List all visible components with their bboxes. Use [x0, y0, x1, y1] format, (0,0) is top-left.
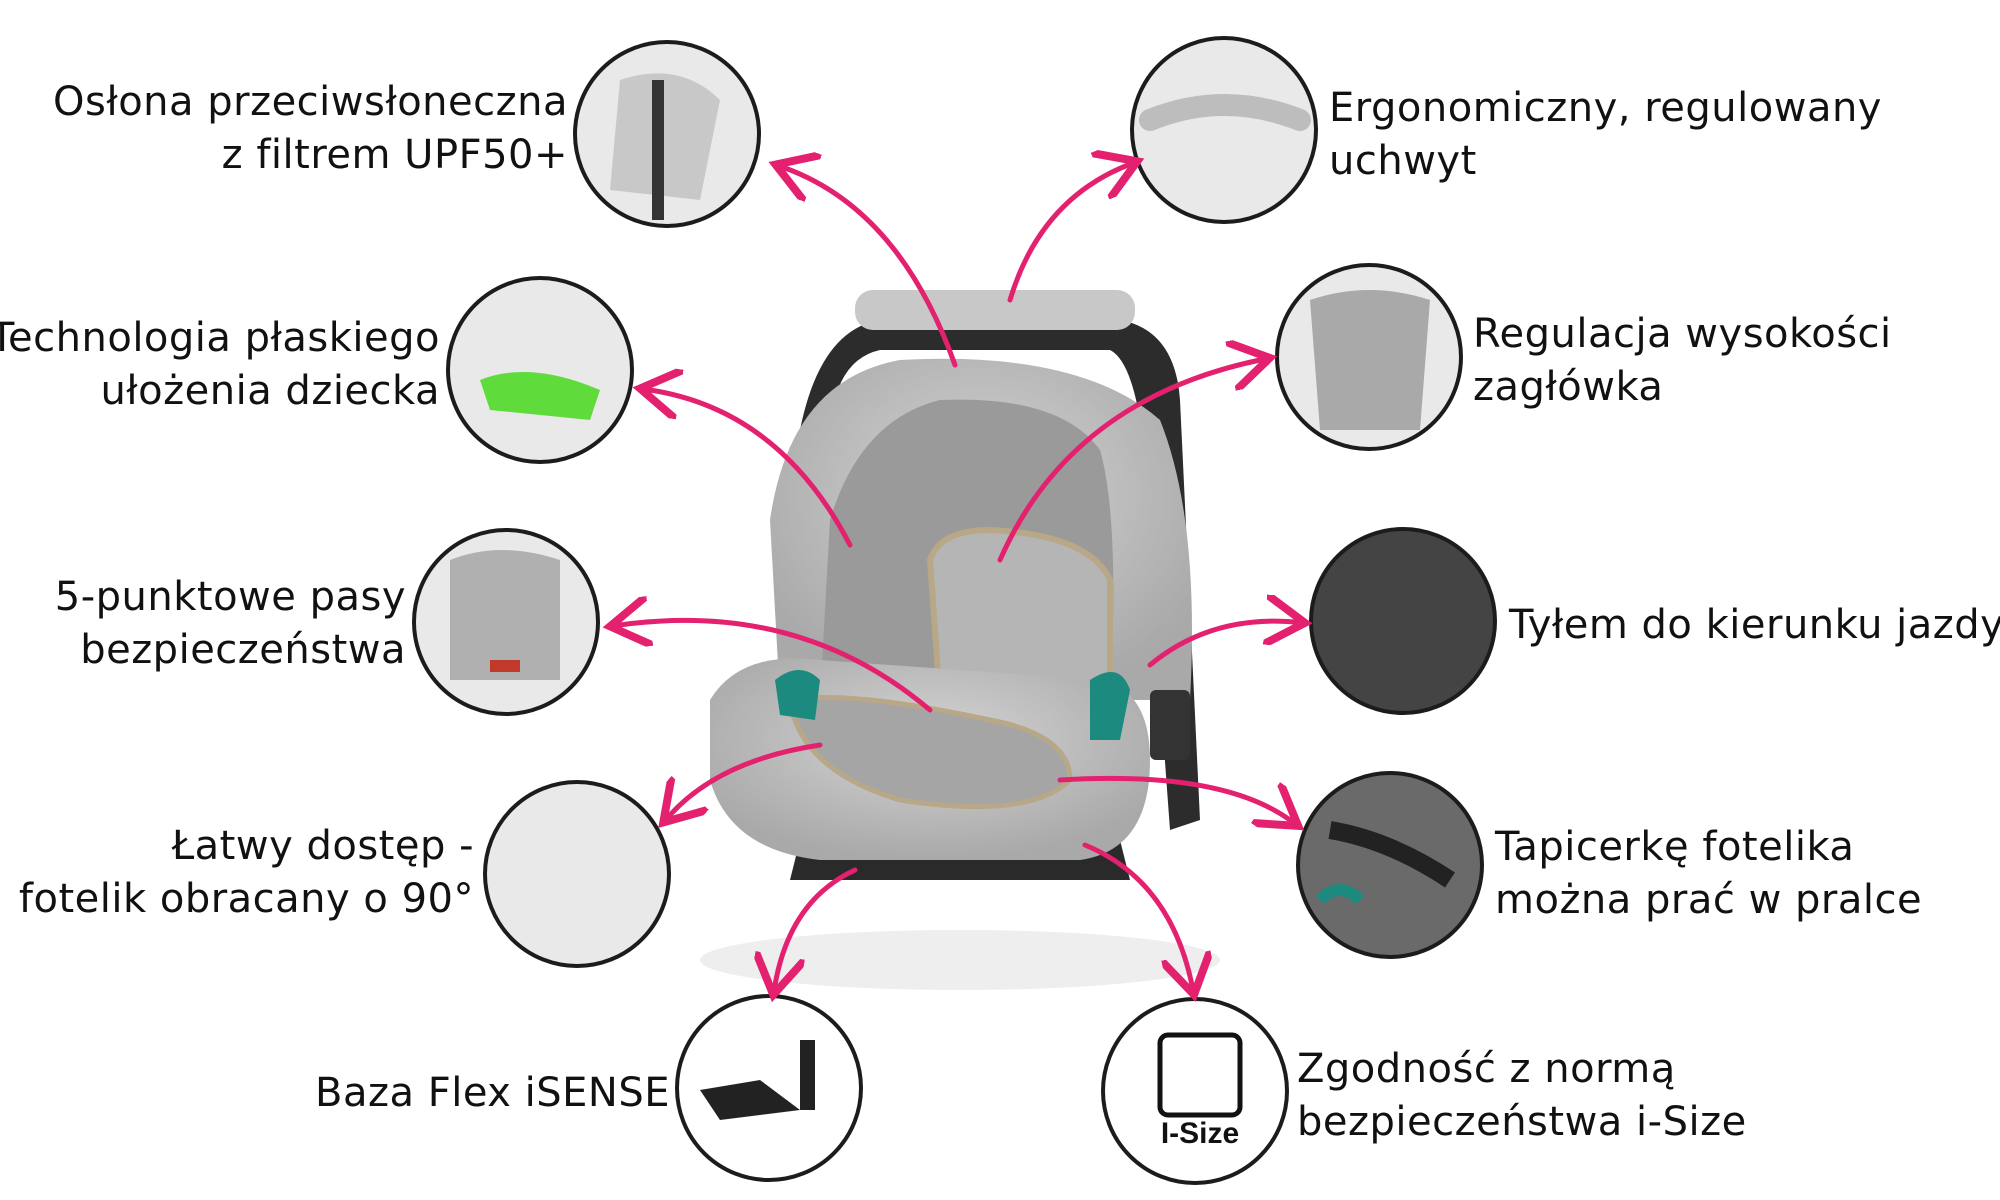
flat-lying-photo: [446, 276, 634, 464]
feature-label-isize: Zgodność z normą bezpieczeństwa i-Size: [1297, 1046, 1747, 1145]
feature-label-easy-access: Łatwy dostęp - fotelik obracany o 90°: [18, 823, 474, 922]
feature-label-headrest: Regulacja wysokości zagłówka: [1473, 311, 1892, 410]
feature-label-washable: Tapicerkę fotelika można prać w pralce: [1495, 824, 1923, 923]
car-seat-image: [700, 290, 1220, 990]
washable-photo: [1296, 771, 1484, 959]
feature-label-harness: 5-punktowe pasy bezpieczeństwa: [54, 574, 406, 673]
handle-photo: [1130, 36, 1318, 224]
feature-label-flat-lying: Technologia płaskiego ułożenia dziecka: [0, 315, 440, 414]
feature-label-base: Baza Flex iSENSE: [315, 1070, 670, 1116]
flat-baby-icon: [480, 372, 600, 420]
feature-label-handle: Ergonomiczny, regulowany uchwyt: [1329, 85, 1882, 184]
rear-facing-photo: [1309, 527, 1497, 715]
isize-photo: [1101, 997, 1289, 1185]
feature-label-rear-facing: Tyłem do kierunku jazdy: [1509, 602, 2000, 648]
feature-label-canopy: Osłona przeciwsłoneczna z filtrem UPF50+: [53, 79, 568, 178]
isize-icon-label: I-Size: [1161, 1117, 1239, 1150]
easy-access-photo: [483, 780, 671, 968]
callout-arrows: [620, 165, 1295, 985]
isize-icon: [1157, 1032, 1243, 1118]
